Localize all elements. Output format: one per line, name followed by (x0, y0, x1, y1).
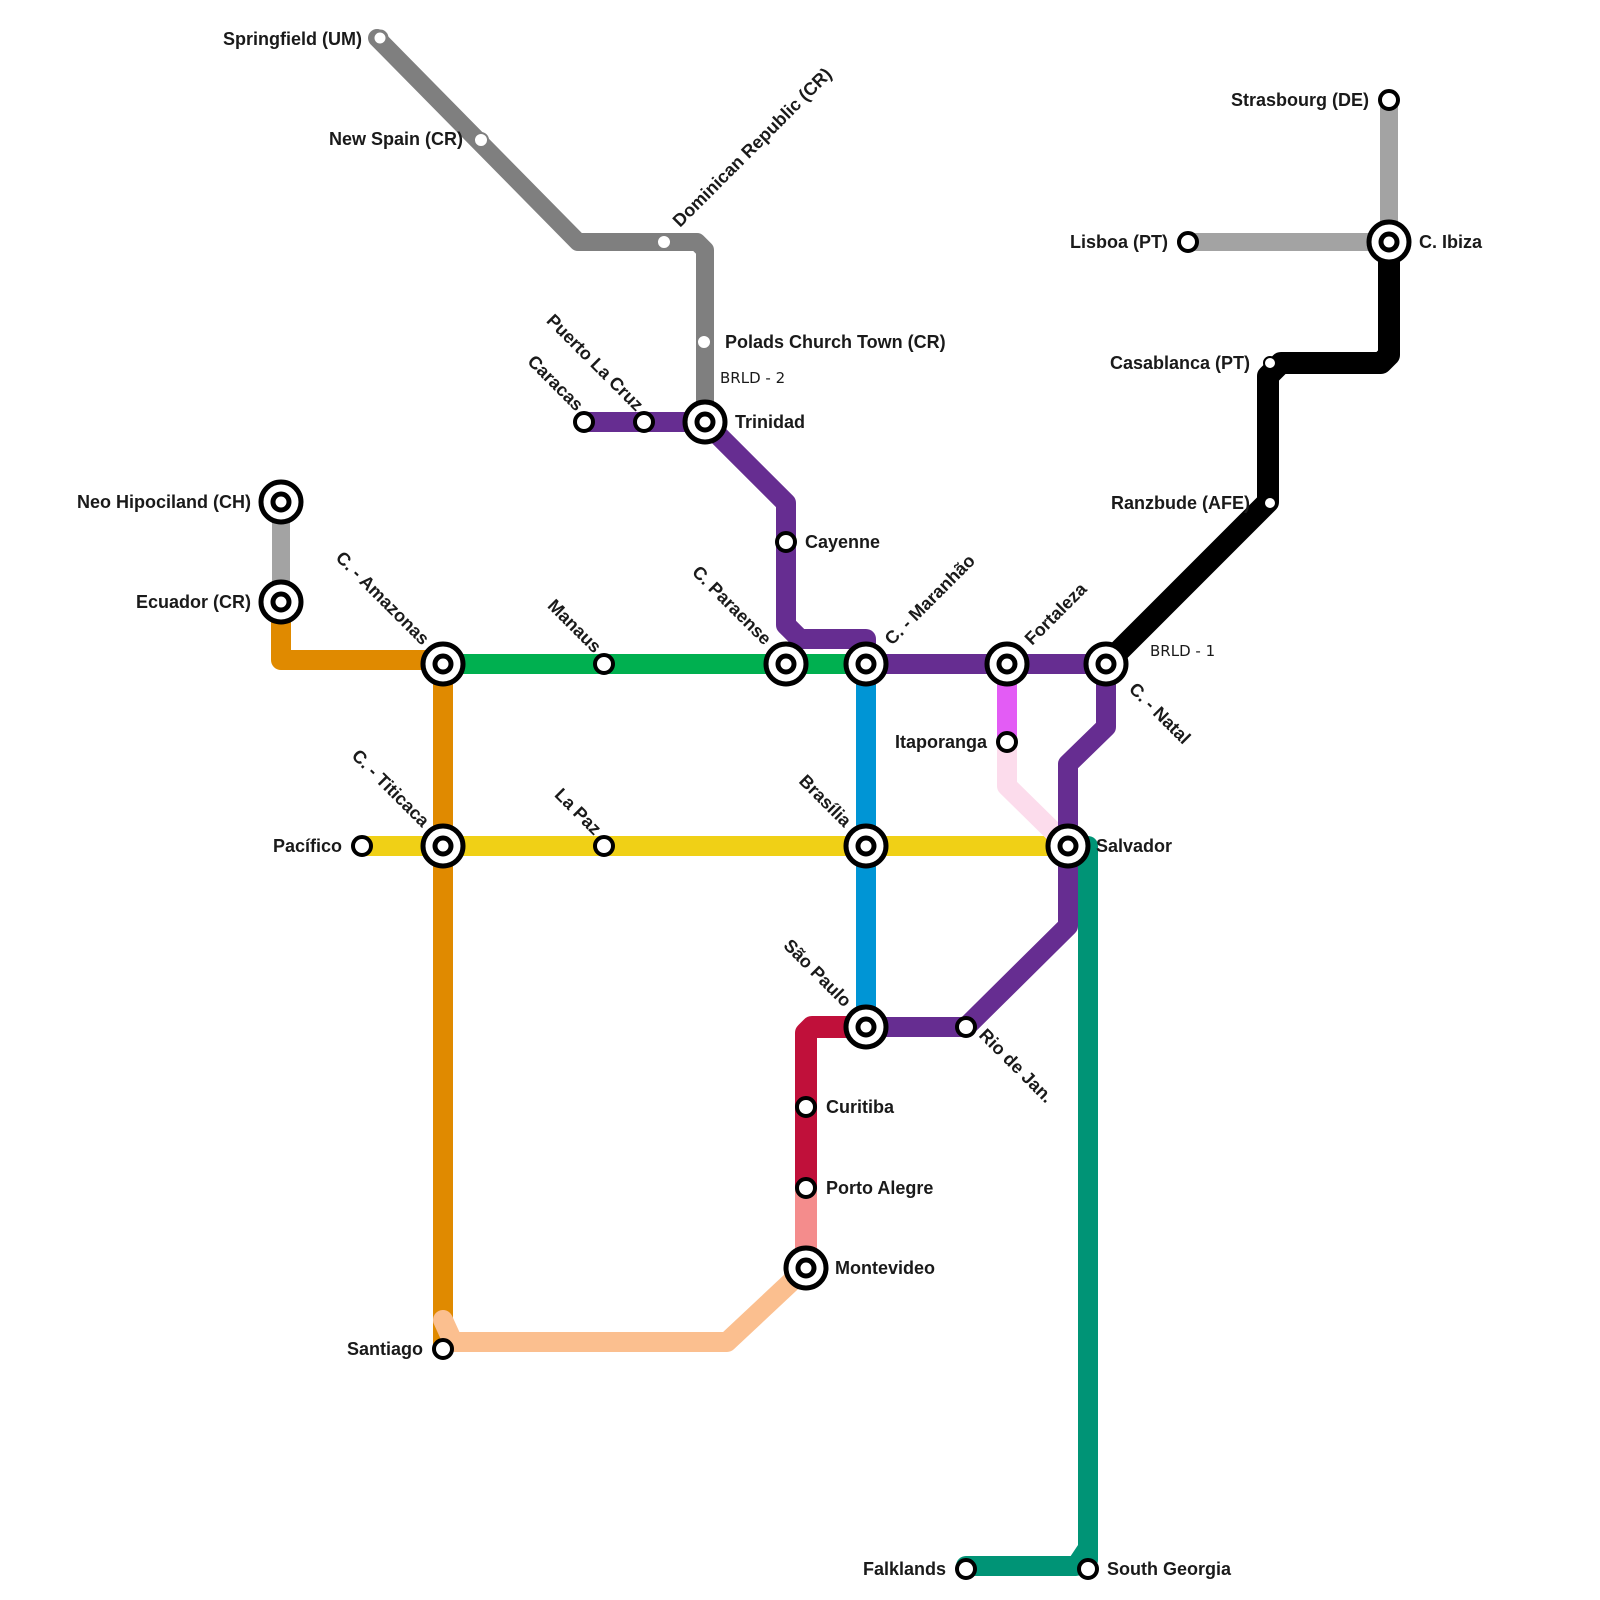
station-casablanca[interactable] (1263, 356, 1277, 370)
label-cayenne: Cayenne (805, 532, 880, 552)
label-c-ibiza: C. Ibiza (1419, 232, 1483, 252)
line-orange (271, 592, 453, 1357)
label-pacifico: Pacífico (273, 836, 342, 856)
station-c-natal[interactable] (1083, 641, 1129, 687)
label-la-paz: La Paz (551, 784, 605, 838)
label-brasilia: Brasília (795, 771, 856, 832)
label-lisboa: Lisboa (PT) (1070, 232, 1168, 252)
station-puerto-la-cruz[interactable] (633, 411, 655, 433)
tag-brld-1: BRLD - 1 (1150, 642, 1215, 660)
line-gray-east (1177, 91, 1398, 251)
label-falklands: Falklands (863, 1559, 946, 1579)
label-rio: Rio de Jan. (975, 1025, 1057, 1107)
line-black (1095, 231, 1400, 675)
line-magenta-planned (997, 732, 1078, 856)
label-c-titicaca: C. - Titicaca (348, 745, 434, 831)
station-trinidad[interactable] (682, 399, 728, 445)
station-salvador[interactable] (1045, 823, 1091, 869)
labels-layer: Springfield (UM) New Spain (CR) Neo Hipo… (77, 29, 1483, 1579)
label-fortaleza: Fortaleza (1021, 578, 1092, 649)
station-porto-alegre[interactable] (795, 1177, 817, 1199)
label-springfield: Springfield (UM) (223, 29, 362, 49)
station-ecuador[interactable] (258, 579, 304, 625)
line-purple (574, 412, 1116, 1037)
label-curitiba: Curitiba (826, 1097, 895, 1117)
label-dominican-republic: Dominican Republic (CR) (669, 64, 836, 231)
station-brasilia[interactable] (843, 823, 889, 869)
station-fortaleza[interactable] (984, 641, 1030, 687)
label-salvador: Salvador (1096, 836, 1172, 856)
station-falklands[interactable] (955, 1558, 977, 1580)
label-c-natal: C. - Natal (1125, 679, 1194, 748)
station-springfield[interactable] (371, 29, 389, 47)
station-la-paz[interactable] (593, 835, 615, 857)
station-c-ibiza[interactable] (1366, 219, 1412, 265)
label-c-amazonas: C. - Amazonas (332, 547, 433, 648)
station-montevideo[interactable] (783, 1245, 829, 1291)
station-caracas[interactable] (573, 411, 595, 433)
label-trinidad: Trinidad (735, 412, 805, 432)
label-itaporanga: Itaporanga (895, 732, 988, 752)
label-new-spain: New Spain (CR) (329, 129, 463, 149)
label-santiago: Santiago (347, 1339, 423, 1359)
station-c-amazonas[interactable] (420, 641, 466, 687)
label-polads: Polads Church Town (CR) (725, 332, 946, 352)
station-south-georgia[interactable] (1077, 1558, 1099, 1580)
station-polads[interactable] (696, 334, 712, 350)
label-c-paraense: C. Paraense (688, 562, 775, 649)
station-ranzbude[interactable] (1263, 496, 1277, 510)
station-manaus[interactable] (593, 653, 615, 675)
station-rio[interactable] (955, 1016, 977, 1038)
station-sao-paulo[interactable] (843, 1004, 889, 1050)
label-ranzbude: Ranzbude (AFE) (1111, 493, 1250, 513)
station-c-titicaca[interactable] (420, 823, 466, 869)
station-new-spain[interactable] (473, 132, 489, 148)
station-curitiba[interactable] (795, 1096, 817, 1118)
stations-layer (258, 29, 1412, 1580)
label-manaus: Manaus (544, 595, 606, 657)
label-neo-hipociland: Neo Hipociland (CH) (77, 492, 251, 512)
station-c-paraense[interactable] (763, 641, 809, 687)
line-gray-north (368, 29, 714, 429)
station-cayenne[interactable] (775, 531, 797, 553)
station-strasbourg[interactable] (1378, 89, 1400, 111)
label-strasbourg: Strasbourg (DE) (1231, 90, 1369, 110)
label-ecuador: Ecuador (CR) (136, 592, 251, 612)
station-neo-hipociland[interactable] (258, 479, 304, 525)
label-porto-alegre: Porto Alegre (826, 1178, 933, 1198)
label-south-georgia: South Georgia (1107, 1559, 1232, 1579)
station-pacifico[interactable] (351, 835, 373, 857)
label-casablanca: Casablanca (PT) (1110, 353, 1250, 373)
label-caracas: Caracas (524, 351, 588, 415)
label-montevideo: Montevideo (835, 1258, 935, 1278)
tag-brld-2: BRLD - 2 (720, 369, 785, 387)
label-sao-paulo: São Paulo (780, 935, 856, 1011)
label-c-maranhao: C. - Maranhão (881, 551, 979, 649)
station-c-maranhao[interactable] (843, 641, 889, 687)
station-santiago[interactable] (432, 1338, 454, 1360)
station-itaporanga[interactable] (996, 731, 1018, 753)
station-dominican-republic[interactable] (656, 234, 672, 250)
line-peach (433, 1258, 816, 1352)
station-lisboa[interactable] (1177, 231, 1199, 253)
